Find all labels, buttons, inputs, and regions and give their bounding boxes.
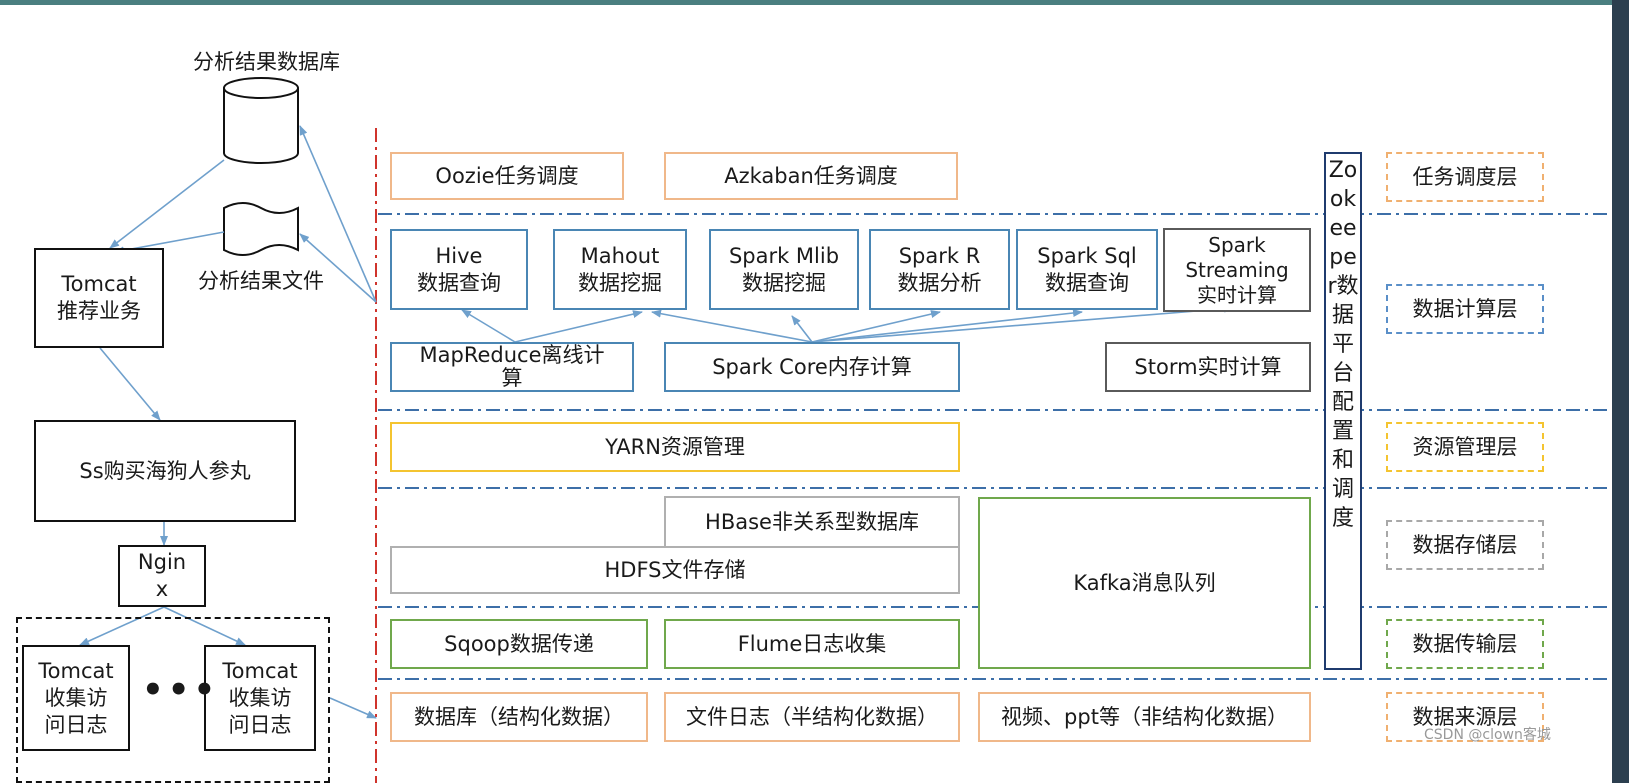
spark-mlib-box: Spark Mlib 数据挖掘 xyxy=(709,229,859,310)
spark-core-box: Spark Core内存计算 xyxy=(664,342,960,392)
layer-label-compute: 数据计算层 xyxy=(1386,284,1544,334)
db-label: 分析结果数据库 xyxy=(193,50,340,74)
zookeeper-box: Zookeeper数据平台配置和调度 xyxy=(1324,152,1362,670)
ellipsis-dots: ••• xyxy=(142,670,220,710)
shop-box: Ss购买海狗人参丸 xyxy=(34,420,296,522)
layer-label-scheduling: 任务调度层 xyxy=(1386,152,1544,202)
layer-label-transport: 数据传输层 xyxy=(1386,619,1544,669)
mapreduce-box: MapReduce离线计 算 xyxy=(390,342,634,392)
layer-label-storage: 数据存储层 xyxy=(1386,520,1544,570)
layer-label-resource: 资源管理层 xyxy=(1386,422,1544,472)
database-cylinder-icon xyxy=(223,77,299,164)
spark-sql-box: Spark Sql 数据查询 xyxy=(1016,229,1158,310)
flume-box: Flume日志收集 xyxy=(664,619,960,669)
layer-label-source: 数据来源层 xyxy=(1386,692,1544,742)
tomcat-log-box-2: Tomcat 收集访 问日志 xyxy=(204,645,316,751)
spark-streaming-box: Spark Streaming 实时计算 xyxy=(1163,228,1311,312)
layer-dividers xyxy=(378,213,1612,680)
log-collect-group xyxy=(16,617,330,783)
source-video-box: 视频、ppt等（非结构化数据） xyxy=(978,692,1311,742)
result-file-icon xyxy=(223,202,299,256)
source-filelog-box: 文件日志（半结构化数据） xyxy=(664,692,960,742)
yarn-box: YARN资源管理 xyxy=(390,422,960,472)
tomcat-recommend-box: Tomcat 推荐业务 xyxy=(34,248,164,348)
window-scrollbar[interactable] xyxy=(1612,0,1629,783)
tomcat-log-box-1: Tomcat 收集访 问日志 xyxy=(22,645,130,751)
hbase-box: HBase非关系型数据库 xyxy=(664,496,960,548)
storm-box: Storm实时计算 xyxy=(1105,342,1311,392)
hive-box: Hive 数据查询 xyxy=(390,229,528,310)
oozie-box: Oozie任务调度 xyxy=(390,152,624,200)
nginx-box: Ngin x xyxy=(118,545,206,607)
azkaban-box: Azkaban任务调度 xyxy=(664,152,958,200)
spark-r-box: Spark R 数据分析 xyxy=(869,229,1010,310)
sqoop-box: Sqoop数据传递 xyxy=(390,619,648,669)
flow-arrows xyxy=(79,125,1234,719)
watermark: CSDN @clown客城 xyxy=(1424,727,1551,743)
mahout-box: Mahout 数据挖掘 xyxy=(553,229,687,310)
source-db-box: 数据库（结构化数据） xyxy=(390,692,648,742)
file-label: 分析结果文件 xyxy=(198,269,324,293)
kafka-box: Kafka消息队列 xyxy=(978,497,1311,669)
window-top-bar xyxy=(0,0,1629,5)
hdfs-box: HDFS文件存储 xyxy=(390,546,960,594)
